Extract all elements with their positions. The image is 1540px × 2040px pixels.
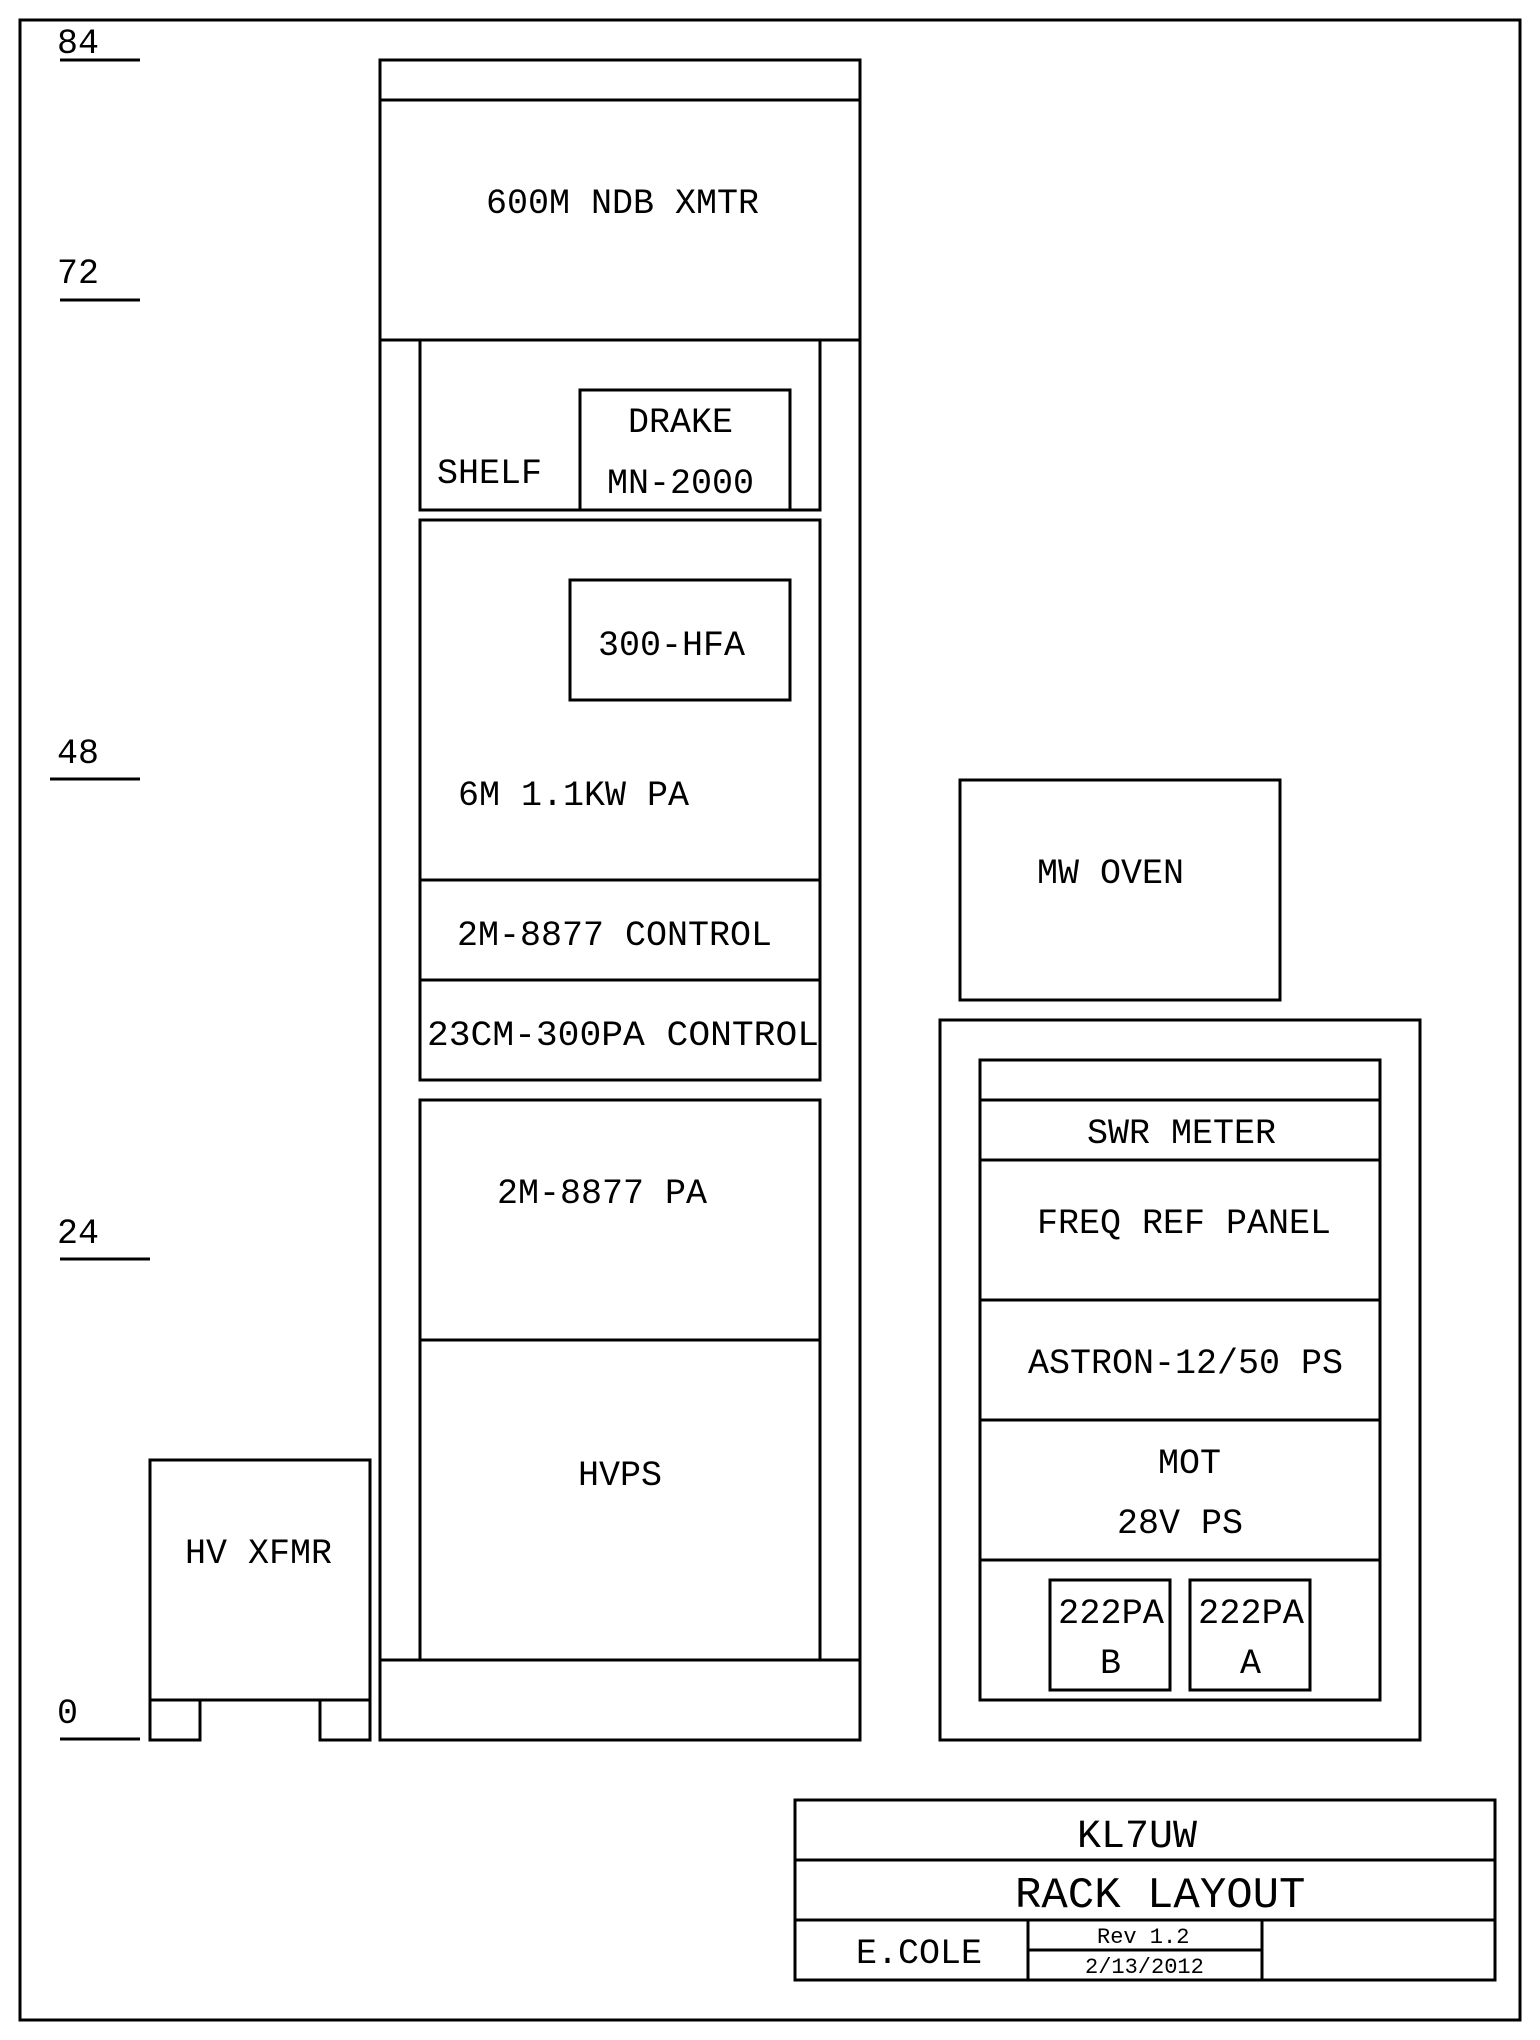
control-23cm-label: 23CM-300PA CONTROL	[427, 1016, 819, 1056]
scale-tick-label-0: 0	[57, 1694, 78, 1734]
hv-xfmr-foot-left	[148, 1698, 202, 1742]
author: E.COLE	[856, 1934, 982, 1974]
unit-222pa-a[interactable]: 222PA A	[1188, 1578, 1312, 1692]
hv-xfmr-foot-right	[318, 1698, 372, 1742]
unit-2m-8877-pa[interactable]: 2M-8877 PA	[418, 1098, 822, 1342]
height-scale: 84 72 48 24 0	[50, 24, 150, 1741]
side-rack-frame	[938, 1018, 1422, 1742]
mw-oven-label: MW OVEN	[1037, 854, 1184, 894]
pa-222-a-box	[1188, 1578, 1312, 1692]
swr-label: SWR METER	[1087, 1114, 1276, 1154]
pa-222-a-label-line2: A	[1240, 1644, 1261, 1684]
revision: Rev 1.2	[1097, 1925, 1189, 1950]
hvps-label: HVPS	[578, 1456, 662, 1496]
pa-2m-label: 2M-8877 PA	[497, 1174, 707, 1214]
main-rack: 600M NDB XMTR SHELF DRAKE MN-2000 6M 1.1…	[378, 58, 862, 1742]
unit-astron-ps[interactable]: ASTRON-12/50 PS	[980, 1344, 1380, 1422]
unit-mot-28v-ps[interactable]: MOT 28V PS	[980, 1444, 1380, 1562]
hv-xfmr-label: HV XFMR	[185, 1534, 332, 1574]
unit-shelf[interactable]: SHELF	[418, 338, 822, 512]
title-block: KL7UW RACK LAYOUT E.COLE Rev 1.2 2/13/20…	[793, 1798, 1497, 1982]
unit-hv-xfmr[interactable]: HV XFMR	[148, 1458, 372, 1742]
scale-tick-label-24: 24	[57, 1214, 99, 1254]
unit-222pa-b[interactable]: 222PA B	[1048, 1578, 1172, 1692]
hv-xfmr-box	[148, 1458, 372, 1702]
astron-label: ASTRON-12/50 PS	[1028, 1344, 1343, 1384]
sheet-border	[18, 18, 1522, 2022]
unit-hvps[interactable]: HVPS	[418, 1338, 822, 1662]
unit-drake-mn2000[interactable]: DRAKE MN-2000	[578, 388, 792, 512]
pa-222-b-label-line1: 222PA	[1058, 1594, 1164, 1634]
shelf-label: SHELF	[437, 454, 542, 494]
side-rack: SWR METER FREQ REF PANEL ASTRON-12/50 PS…	[938, 1018, 1422, 1742]
unit-600m-ndb-xmtr[interactable]: 600M NDB XMTR	[486, 184, 759, 224]
hvps-box	[418, 1338, 822, 1662]
pa-6m-label: 6M 1.1KW PA	[458, 776, 689, 816]
unit-300-hfa[interactable]: 300-HFA	[568, 578, 792, 702]
mot-label-line1: MOT	[1158, 1444, 1221, 1484]
unit-2m-8877-control[interactable]: 2M-8877 CONTROL	[418, 878, 822, 982]
revision-date: 2/13/2012	[1085, 1955, 1204, 1980]
pa-222-b-box	[1048, 1578, 1172, 1692]
hfa-label: 300-HFA	[598, 626, 745, 666]
scale-tick-label-48: 48	[57, 734, 99, 774]
control-23cm-box	[418, 978, 822, 1082]
unit-23cm-control[interactable]: 23CM-300PA CONTROL	[418, 978, 822, 1082]
mot-label-line2: 28V PS	[1117, 1504, 1243, 1544]
freq-ref-label: FREQ REF PANEL	[1037, 1204, 1331, 1244]
pa-222-a-label-line1: 222PA	[1198, 1594, 1304, 1634]
main-rack-frame	[378, 58, 862, 1742]
drawing-title: RACK LAYOUT	[1015, 1871, 1305, 1921]
drake-label-line1: DRAKE	[628, 403, 733, 443]
drake-box	[578, 388, 792, 512]
mw-oven-box	[958, 778, 1282, 1002]
drake-label-line2: MN-2000	[607, 464, 754, 504]
scale-tick-label-72: 72	[57, 254, 99, 294]
unit-swr-meter[interactable]: SWR METER	[980, 1114, 1380, 1162]
side-rack-inner	[978, 1058, 1382, 1702]
title-block-frame	[793, 1798, 1497, 1982]
control-2m-label: 2M-8877 CONTROL	[457, 916, 772, 956]
hfa-box	[568, 578, 792, 702]
unit-mw-oven[interactable]: MW OVEN	[958, 778, 1282, 1002]
unit-label: 600M NDB XMTR	[486, 184, 759, 224]
callsign: KL7UW	[1077, 1815, 1197, 1860]
pa-2m-box	[418, 1098, 822, 1342]
unit-freq-ref-panel[interactable]: FREQ REF PANEL	[980, 1204, 1380, 1302]
scale-tick-label-84: 84	[57, 24, 99, 64]
pa-222-b-label-line2: B	[1100, 1644, 1121, 1684]
